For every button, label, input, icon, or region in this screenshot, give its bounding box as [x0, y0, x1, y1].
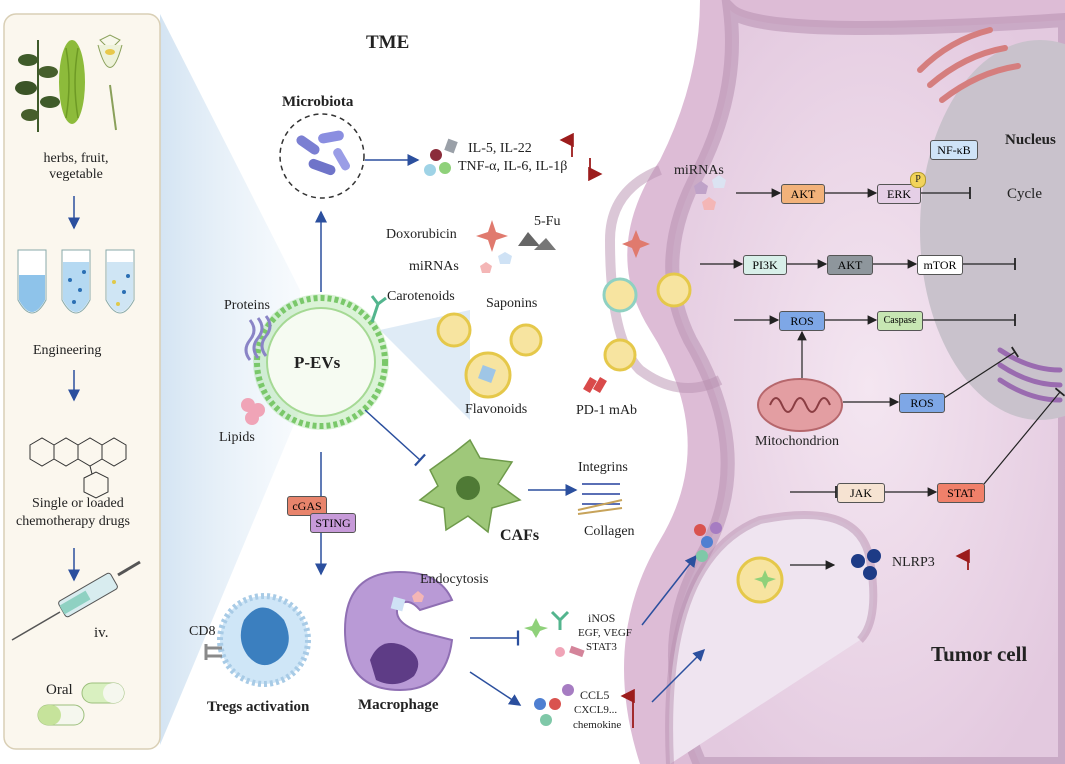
saponins-label: Saponins [486, 296, 538, 311]
bitter-melon-icon [59, 40, 85, 124]
receptor-icon [370, 295, 387, 323]
tregs-label: Tregs activation [207, 699, 310, 715]
mitochondrion-icon [757, 378, 843, 432]
microbiota-label: Microbiota [282, 94, 354, 110]
cargo-mirnas-label: miRNAs [409, 259, 459, 274]
phospho-badge: P [910, 172, 926, 188]
tumor-cell-title: Tumor cell [931, 642, 1028, 666]
cxcl9-label: CXCL9... [574, 704, 618, 716]
cafs-label: CAFs [500, 527, 540, 544]
doxorubicin-icon [476, 220, 508, 252]
cytokines-up-label: IL-5, IL-22 [468, 141, 532, 156]
endosome-membrane [665, 511, 878, 764]
jak-box: JAK [837, 483, 885, 503]
herb-icon [15, 40, 60, 132]
nucleus-shape [920, 40, 1065, 420]
nfkb-box: NF-κB [930, 140, 978, 160]
pd1-label: PD-1 mAb [576, 403, 638, 418]
er-icon [997, 347, 1063, 403]
ros-box-2: ROS [899, 393, 945, 413]
golgi-icon [917, 27, 1021, 103]
inos-label: iNOS [588, 611, 616, 625]
akt-box-1: AKT [781, 184, 825, 204]
pevs-core [266, 307, 376, 417]
erk-box: ERK [877, 184, 921, 204]
sting-box: STING [310, 513, 356, 533]
nlrp3-label: NLRP3 [892, 555, 935, 570]
proteins-label: Proteins [224, 298, 270, 313]
cytokines-down-label: TNF-α, IL-6, IL-1β [458, 159, 568, 174]
stat3-label: STAT3 [586, 641, 617, 653]
pevs-label: P-EVs [294, 353, 341, 372]
stat-box: STAT [937, 483, 985, 503]
chemokine-label: chemokine [573, 719, 622, 731]
cone-left [160, 14, 300, 745]
oral-label: Oral [46, 682, 73, 698]
syringe-icon [11, 560, 141, 641]
cycle-label: Cycle [1007, 186, 1042, 202]
endocytosis-label: Endocytosis [420, 572, 489, 587]
pathway-mirnas-label: miRNAs [674, 163, 724, 178]
tubes-icon [17, 249, 135, 314]
doxorubicin-structure-icon [29, 437, 127, 499]
egf-vegf-label: EGF, VEGF [578, 627, 632, 639]
mitochondrion-label: Mitochondrion [755, 434, 839, 449]
nucleus-label: Nucleus [1005, 132, 1056, 148]
lipids-label: Lipids [219, 430, 255, 445]
drugs-label-1: Single or loaded [32, 496, 124, 511]
drugs-label-2: chemotherapy drugs [16, 514, 130, 529]
fu-label: 5-Fu [534, 214, 561, 229]
iv-label: iv. [94, 625, 109, 641]
doxorubicin-label: Doxorubicin [386, 227, 457, 242]
tme-title: TME [366, 32, 410, 53]
akt-box-2: AKT [827, 255, 873, 275]
flavonoids-label: Flavonoids [465, 402, 528, 417]
pi3k-box: PI3K [743, 255, 787, 275]
microbiota-circle [279, 113, 365, 199]
mtor-box: mTOR [917, 255, 963, 275]
integrins-label: Integrins [578, 460, 628, 475]
caspase-box: Caspase [877, 311, 923, 331]
engineering-label: Engineering [33, 343, 102, 358]
sources-label: herbs, fruit, vegetable [43, 151, 109, 183]
collagen-label: Collagen [584, 524, 635, 539]
pevs-membrane [254, 295, 388, 429]
flower-icon [97, 34, 123, 131]
ccl5-label: CCL5 [580, 688, 610, 702]
capsule-icon [37, 682, 125, 726]
macrophage-label: Macrophage [358, 697, 439, 713]
cd8-label: CD8 [189, 624, 216, 639]
lipid-icon [241, 398, 265, 425]
ros-box-1: ROS [779, 311, 825, 331]
cgas-box: cGAS [287, 496, 327, 516]
protein-icon [244, 315, 272, 361]
carotenoids-label: Carotenoids [387, 289, 455, 304]
left-panel [3, 13, 161, 750]
